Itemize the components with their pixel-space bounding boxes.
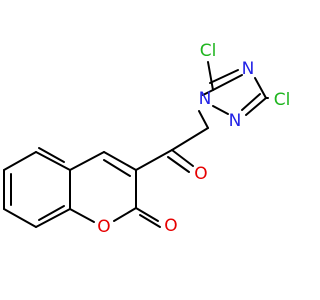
bond-c5-c6 [3,151,37,171]
atom-labels: Cl Cl N N N O O O [97,41,290,237]
bond-c4a-c5 [35,151,71,171]
bond-c3-n2-b [241,93,261,111]
bond-c3-n2-a [245,97,267,116]
atom-label-cl2: Cl [274,90,291,110]
bond-c3-c4-b [103,159,131,177]
atom-label-n2: N [229,111,242,131]
bond-c5-n1 [202,89,214,96]
bond-co-o-a [171,149,194,167]
atom-label-n1: N [199,89,212,109]
bond-c2-o-ring [113,207,137,222]
bond-ch2-co [171,127,209,151]
molecule-structure-diagram: Cl Cl N N N O O O [3,41,290,237]
bond-c3-c4-a [103,151,137,171]
atom-label-cl1: Cl [200,41,217,61]
bond-c3-n4 [254,77,267,99]
atom-label-n4: N [242,59,255,79]
bond-c4-c4a [69,151,105,171]
bond-c8-c8a-inner [38,205,65,221]
atom-label-o-ring: O [97,217,110,237]
bond-c5-cl [207,61,214,91]
bond-c7-c8 [3,208,37,228]
bond-n2-n1 [212,105,229,115]
bond-c8-c8a [35,208,71,228]
bond-o-ring-c8a [69,208,95,223]
bonds [3,61,269,228]
bond-co-c3 [135,149,173,171]
bond-c2-o-lactone-a [135,207,159,222]
bond-c5-n4-a [212,74,243,91]
bond-c5-n4-b [209,69,239,84]
bond-n1-ch2 [198,110,209,129]
bond-co-o-b [167,156,190,173]
bond-c4a-c5-inner [38,147,65,163]
atom-label-o-lactone: O [164,216,177,236]
atom-label-o-ketone: O [194,164,207,184]
bond-c2-o-lactone-b [139,214,161,228]
